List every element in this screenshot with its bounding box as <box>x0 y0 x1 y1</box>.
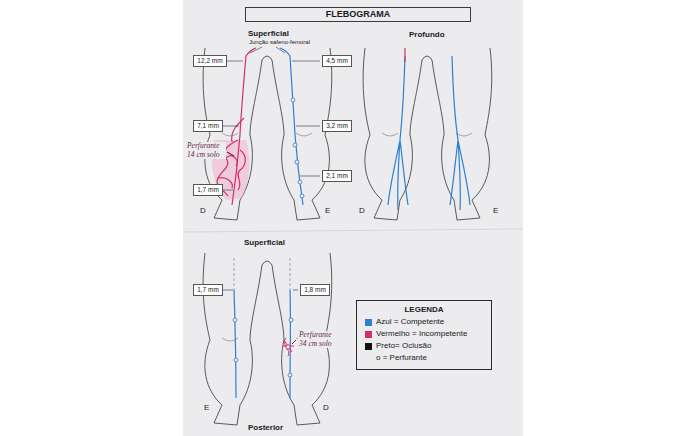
side-label: D <box>322 403 330 412</box>
legend-heading: LEGENDA <box>365 304 483 315</box>
handwritten-note: Perfurante 34 cm solo <box>298 331 340 348</box>
leader-line <box>223 126 239 127</box>
perforator-mark <box>300 194 304 198</box>
legend-swatch <box>365 331 372 338</box>
measurement-value: 7,1 mm <box>197 122 219 130</box>
measurement-value: 1,7 mm <box>197 286 219 294</box>
legend-entry: Preto= Oclusão <box>365 341 483 351</box>
tibial-veins <box>450 140 470 210</box>
thigh-dashed-line <box>234 258 235 290</box>
legend-swatch-spacer <box>365 355 372 362</box>
thigh-dashed-line <box>234 258 290 290</box>
leader-line <box>250 47 285 53</box>
legend-swatch <box>365 319 372 326</box>
perforator-mark <box>234 358 238 362</box>
legend-text: Vermelho = Incompetente <box>376 329 467 339</box>
competent-vein <box>280 48 304 205</box>
measurement-box: 12,2 mm <box>193 55 227 67</box>
measurement-box: 3,2 mm <box>322 120 352 132</box>
perforator-mark <box>293 143 297 147</box>
leader-line <box>223 47 320 290</box>
view-heading: Profundo <box>408 30 446 39</box>
perforator-mark <box>288 373 292 377</box>
leader-line <box>293 290 298 291</box>
perforator-mark <box>295 160 299 164</box>
leader-line <box>300 176 320 177</box>
measurement-box: 2,1 mm <box>322 170 352 182</box>
legend-text: Preto= Oclusão <box>376 341 431 351</box>
anatomy-label: Junção safeno-femoral <box>248 39 311 46</box>
measurement-box: 1,7 mm <box>193 184 223 196</box>
measurement-value: 3,2 mm <box>326 122 348 130</box>
varicose-vein <box>238 150 245 190</box>
legend-entry: Azul = Competente <box>365 317 483 327</box>
diagram-title: FLEBOGRAMA <box>250 9 466 20</box>
varicose-vein <box>226 156 237 166</box>
small-saphenous-vein <box>233 290 293 398</box>
measurement-value: 1,8 mm <box>304 286 326 294</box>
legend-text: Azul = Competente <box>376 317 444 327</box>
leader-line <box>292 61 320 62</box>
measurement-box: 1,8 mm <box>300 284 330 296</box>
title-box: FLEBOGRAMA <box>245 7 471 22</box>
thigh-dashed-line <box>290 258 291 290</box>
varicose-vein <box>232 118 244 142</box>
view-heading: Superficial <box>247 29 290 38</box>
leader-line <box>223 190 233 191</box>
small-saphenous-vein <box>234 290 236 398</box>
femoral-vein <box>400 56 405 140</box>
handwritten-arrow <box>227 152 234 156</box>
great-saphenous-vein <box>290 56 303 205</box>
view-heading: Superficial <box>243 238 286 247</box>
measurement-box: 7,1 mm <box>193 120 223 132</box>
great-saphenous-vein <box>232 56 246 205</box>
incompetent-segment <box>404 48 405 62</box>
perforator-mark <box>289 318 293 322</box>
saphenofemoral-junction <box>246 48 256 56</box>
handwritten-note: Perfurante 14 cm solo <box>186 142 226 159</box>
measurement-value: 2,1 mm <box>326 172 348 180</box>
femoral-vein <box>452 56 458 140</box>
perforator-mark <box>298 180 302 184</box>
paper-sheet <box>183 0 523 436</box>
legend-entry: Vermelho = Incompetente <box>365 329 483 339</box>
leader-line <box>223 290 233 291</box>
legend-text: o = Perfurante <box>376 353 427 363</box>
small-saphenous-vein <box>289 290 291 398</box>
legend-box: LEGENDA Azul = CompetenteVermelho = Incom… <box>356 300 492 370</box>
saphenofemoral-junction <box>280 48 290 56</box>
side-label: E <box>203 403 210 412</box>
side-label: E <box>324 206 331 215</box>
view-heading: Posterior <box>247 423 284 432</box>
perforator-mark <box>286 345 290 349</box>
tibial-veins <box>388 140 408 210</box>
perforator-mark <box>233 318 237 322</box>
measurement-value: 4,5 mm <box>326 57 348 65</box>
legend-entry: o = Perfurante <box>365 353 483 363</box>
perforator-mark <box>291 98 295 102</box>
deep-vein <box>388 56 470 210</box>
side-label: E <box>492 206 499 215</box>
paper-fold <box>183 229 523 232</box>
side-label: D <box>199 206 207 215</box>
incompetent-perforator <box>282 338 296 356</box>
side-label: D <box>358 206 366 215</box>
leg-outline <box>363 48 492 220</box>
handwritten-arrow <box>292 340 296 344</box>
measurement-value: 1,7 mm <box>197 186 219 194</box>
measurement-box: 1,7 mm <box>193 284 223 296</box>
incompetent-perforator <box>282 338 294 356</box>
measurement-box: 4,5 mm <box>322 55 352 67</box>
leader-line <box>296 126 320 127</box>
legend-swatch <box>365 343 372 350</box>
measurement-value: 12,2 mm <box>197 57 223 65</box>
